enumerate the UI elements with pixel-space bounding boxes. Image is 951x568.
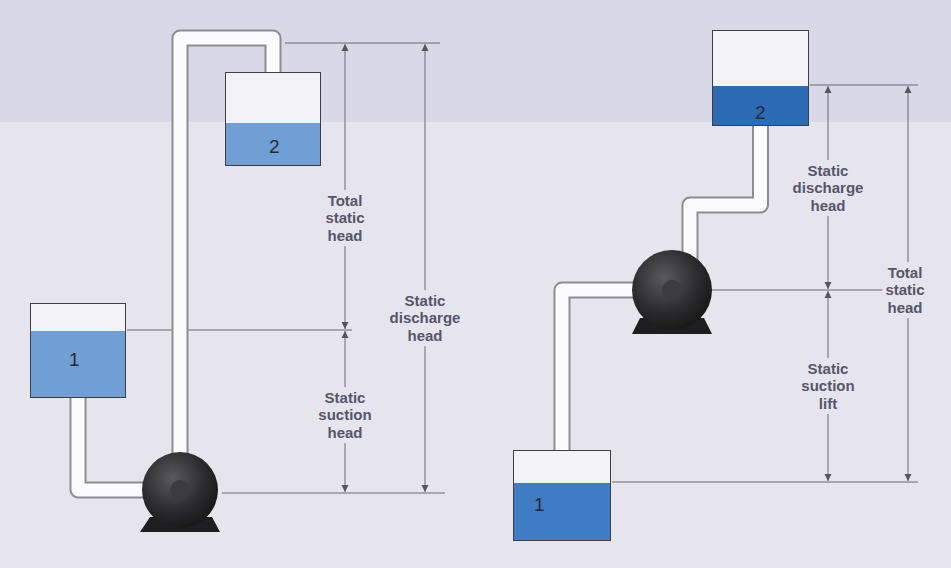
water-tank: 1: [30, 303, 126, 398]
tank-number: 1: [534, 495, 545, 514]
dimension-label: Total static head: [322, 190, 367, 246]
reference-line: [810, 85, 918, 86]
reference-line: [222, 493, 445, 494]
tank-number: 2: [755, 103, 766, 122]
tank-number: 1: [69, 350, 80, 369]
dimension-label: Static discharge head: [790, 160, 867, 216]
dimension-label: Total static head: [882, 262, 927, 318]
dimension-label: Static suction head: [315, 387, 374, 443]
dimension-line: [425, 44, 426, 492]
tank-number: 2: [269, 137, 280, 156]
water-fill: [514, 483, 610, 540]
dimension-label: Static discharge head: [387, 290, 464, 346]
water-tank: 2: [712, 30, 809, 126]
pump-symbol: [140, 452, 220, 532]
pump-symbol: [632, 250, 712, 334]
pipe: [562, 126, 761, 450]
reference-line: [612, 482, 918, 483]
dimension-label: Static suction lift: [798, 358, 857, 414]
water-tank: 1: [513, 450, 611, 541]
reference-line: [285, 43, 440, 44]
reference-line: [127, 330, 352, 331]
dimension-line: [345, 44, 346, 329]
water-tank: 2: [225, 72, 321, 166]
